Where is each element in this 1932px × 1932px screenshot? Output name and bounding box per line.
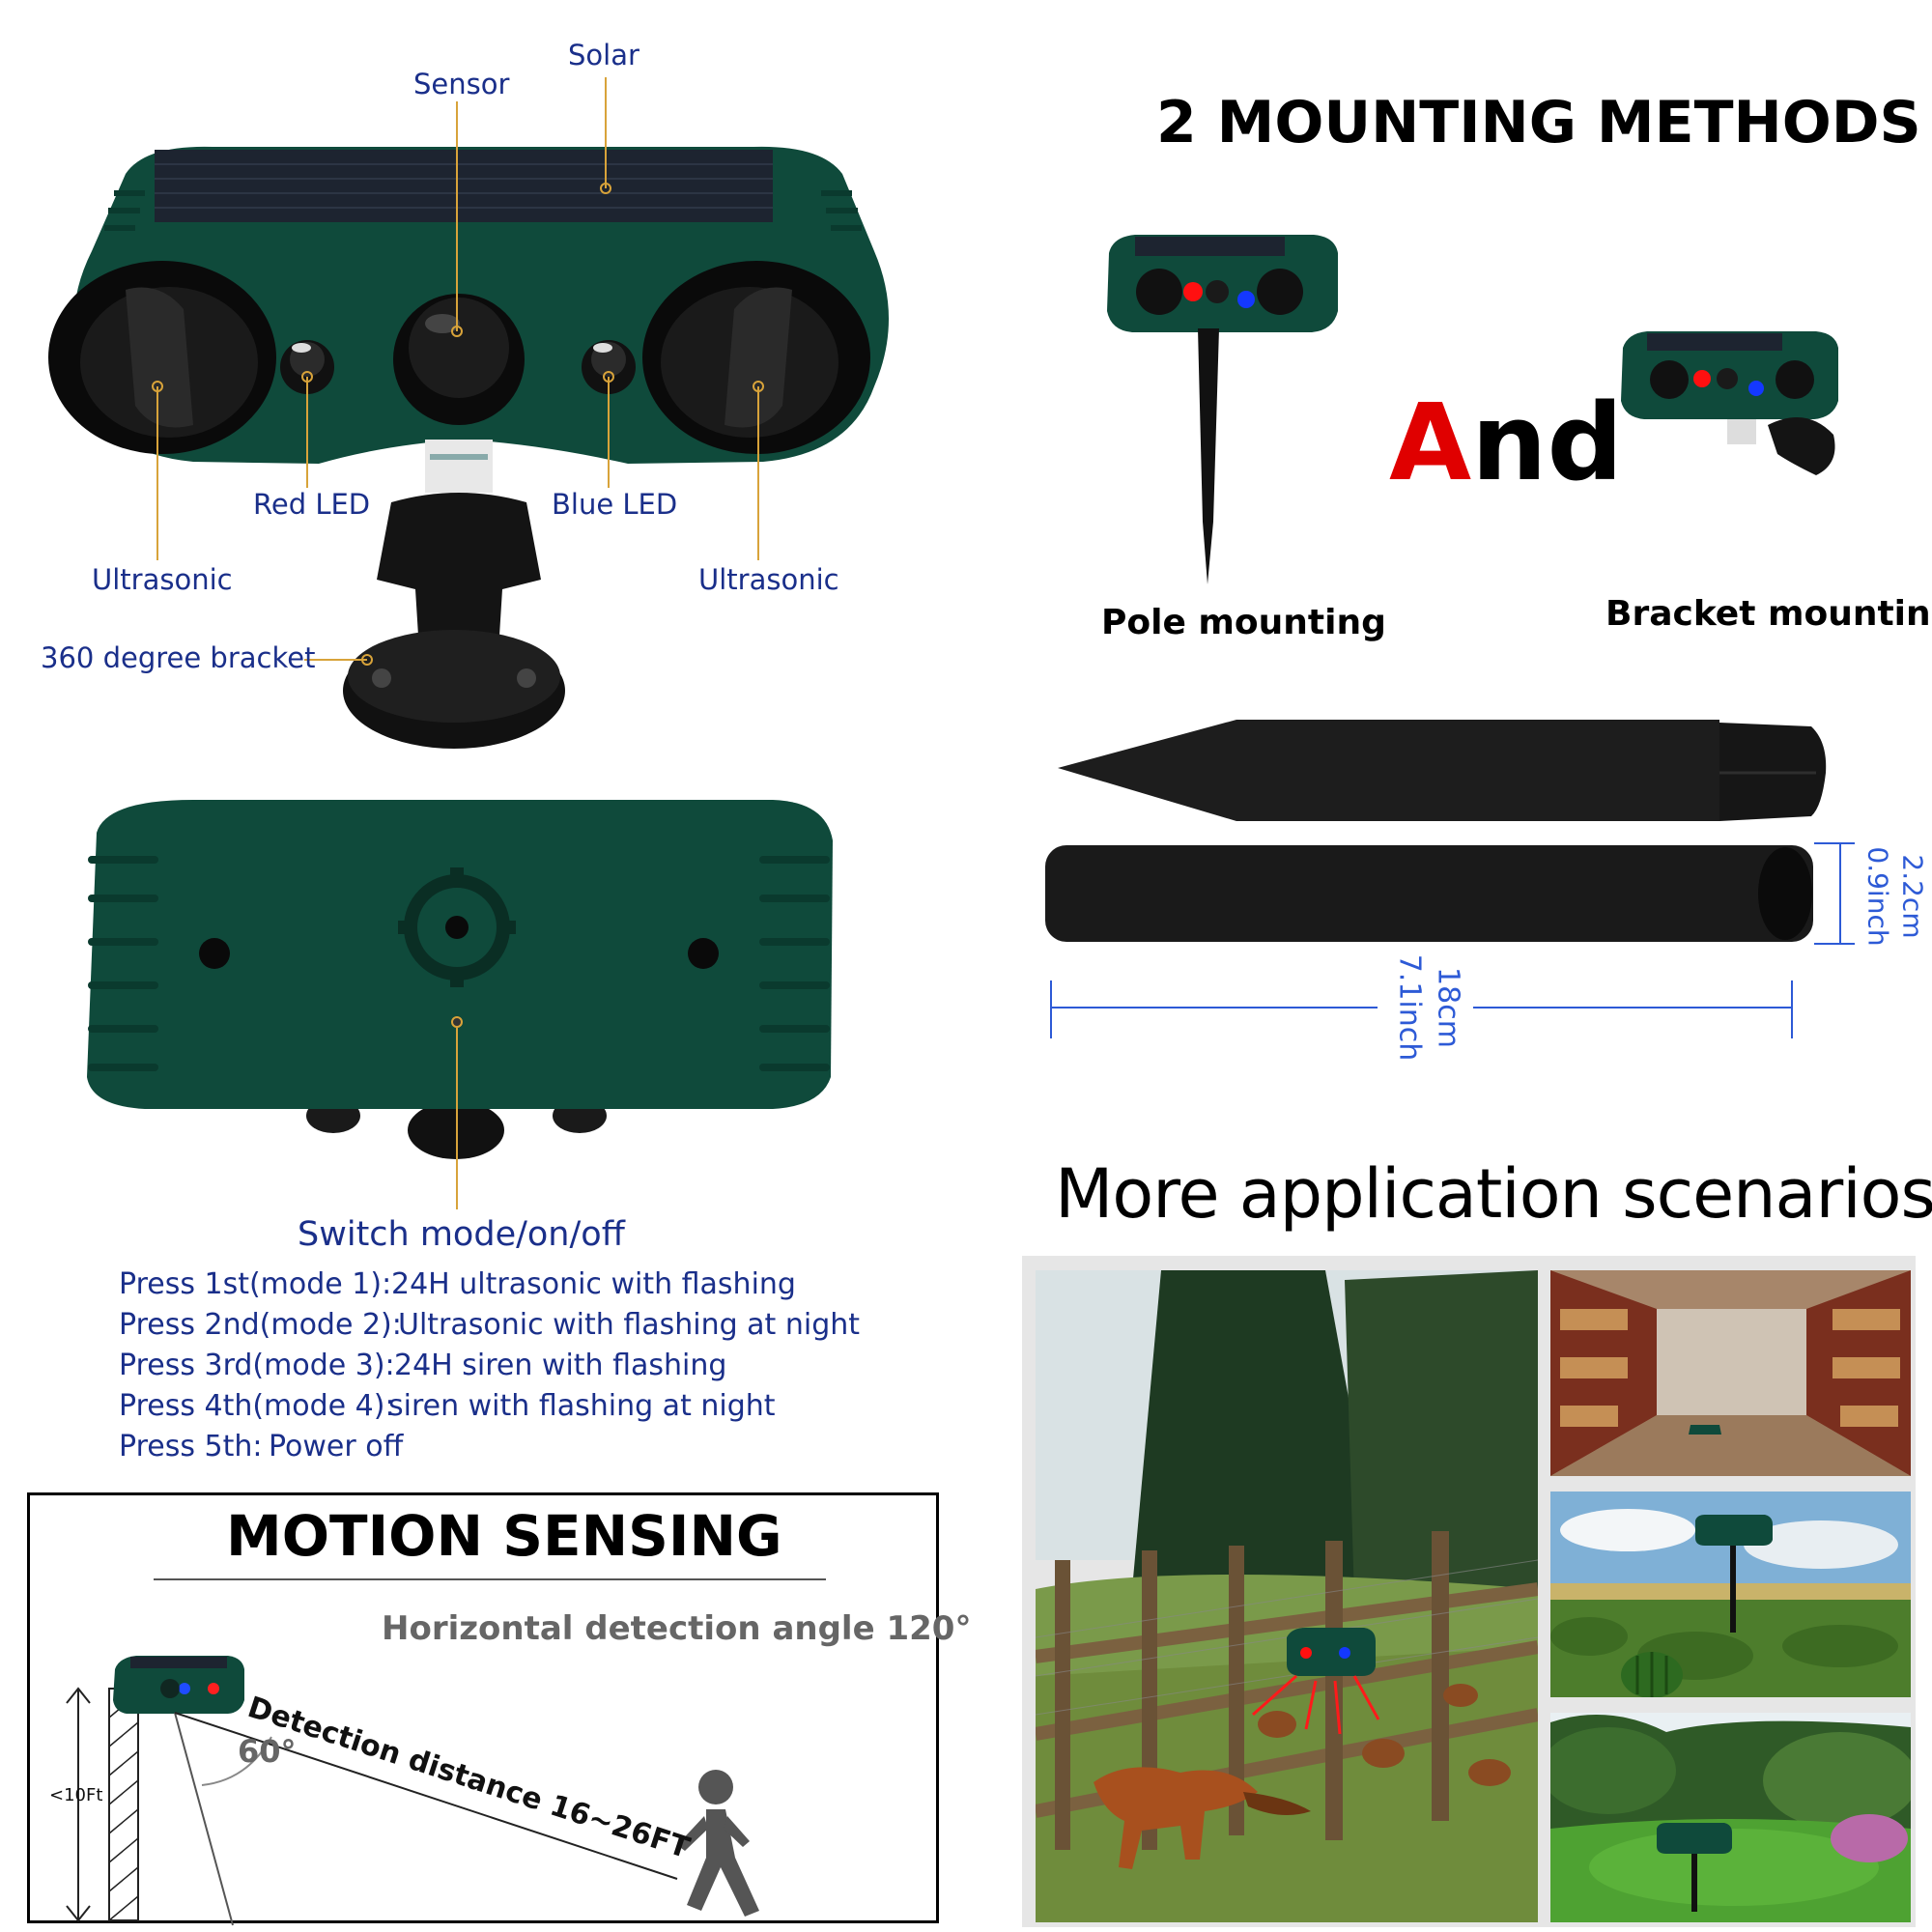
length-cm: 18cm (1431, 967, 1465, 1048)
mode-4-press: Press 4th(mode 4): (119, 1389, 395, 1423)
length-dimension: 18cm 7.1inch (1377, 954, 1483, 1062)
mode-4-desc: siren with flashing at night (388, 1389, 776, 1423)
diameter-dimension: 2.2cm 0.9inch (1855, 846, 1932, 947)
warehouse-photo (1550, 1270, 1911, 1476)
mode-5-press: Press 5th: (119, 1430, 263, 1463)
motion-sensing-panel: MOTION SENSING Horizontal detection angl… (27, 1492, 971, 1926)
and-letters-nd: nd (1471, 381, 1624, 504)
mode-2-press: Press 2nd(mode 2): (119, 1308, 402, 1342)
ultrasonic-left-label: Ultrasonic (92, 563, 233, 596)
blue-led-label: Blue LED (552, 488, 678, 521)
and-text: And (1389, 389, 1623, 496)
sensor-label: Sensor (413, 68, 510, 100)
vertical-angle-text: 60° (238, 1733, 297, 1770)
bracket-label: 360 degree bracket (41, 641, 316, 674)
mode-3-desc: 24H siren with flashing (394, 1349, 727, 1382)
mode-3-press: Press 3rd(mode 3): (119, 1349, 395, 1382)
pole-mounting-label: Pole mounting (1101, 603, 1386, 642)
motion-diagram (66, 1656, 759, 1926)
mounting-title: 2 MOUNTING METHODS (1156, 89, 1921, 156)
garden-lawn-photo (1550, 1713, 1911, 1922)
mode-1-press: Press 1st(mode 1): (119, 1267, 392, 1301)
mode-5-desc: Power off (269, 1430, 404, 1463)
ultrasonic-right-label: Ultrasonic (698, 563, 839, 596)
watermelon-field-photo (1550, 1492, 1911, 1697)
red-led-label: Red LED (253, 488, 371, 521)
height-text: <10Ft (49, 1785, 103, 1805)
length-inch: 7.1inch (1392, 953, 1427, 1062)
device-front-illustration (48, 77, 889, 749)
device-back-view: Switch mode/on/off Press 1st(mode 1): 24… (0, 773, 966, 1488)
mode-1-desc: 24H ultrasonic with flashing (391, 1267, 796, 1301)
scenarios-title: More application scenarios (1055, 1154, 1932, 1234)
horizontal-angle-text: Horizontal detection angle 120° (382, 1609, 972, 1648)
motion-title: MOTION SENSING (226, 1503, 782, 1569)
mounting-illustrations (1045, 235, 1855, 1038)
motion-title-rule (154, 1578, 826, 1580)
diameter-cm: 2.2cm (1896, 854, 1929, 939)
mode-2-desc: Ultrasonic with flashing at night (398, 1308, 861, 1342)
device-back-illustration (87, 800, 833, 1209)
device-front-view: Solar Sensor Red LED Blue LED Ultrasonic… (0, 0, 966, 773)
and-letter-a: A (1389, 381, 1472, 504)
diameter-inch: 0.9inch (1861, 846, 1894, 947)
farm-fence-photo (1036, 1270, 1538, 1922)
switch-label: Switch mode/on/off (298, 1215, 625, 1254)
mounting-panel: 2 MOUNTING METHODS And Pole mounting (1005, 0, 1932, 1111)
bracket-mounting-label: Bracket mounting (1605, 594, 1932, 634)
scenarios-panel: More application scenarios (1005, 1111, 1932, 1932)
solar-label: Solar (568, 39, 639, 71)
